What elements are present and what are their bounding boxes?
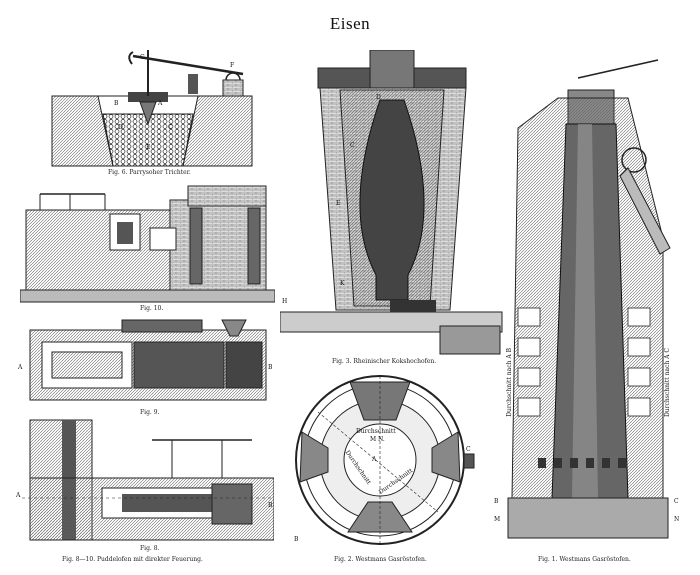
figure-3-drawing [280,50,503,355]
label-B-fig1: B [494,498,499,505]
figure-9-furnace-plan: A B [18,314,273,408]
figure-8-caption: Fig. 8. [140,545,160,552]
figure-9-drawing [29,319,267,401]
label-K-fig3: K [340,280,345,287]
label-A: A [158,100,163,107]
label-E: E [146,144,151,151]
label-C-fig2: C [466,446,471,453]
figure-8-drawing [22,419,274,541]
fig2-section-mn-letters: M N. [370,436,385,443]
figure-6-parry-funnel: G F B A D C E [48,44,258,174]
label-B-fig9: B [268,364,273,371]
label-D-fig3: D [376,94,381,101]
label-G: G [140,54,145,61]
fig1-side-right: Durchschnitt nach A C [664,348,671,417]
label-M-fig1: M [494,516,501,523]
label-A-fig9: A [18,364,23,371]
label-B-fig2: B [294,536,299,543]
figure-3-caption: Fig. 3. Rheinischer Kokshochofen. [332,358,437,365]
label-N-fig1: N [674,516,680,523]
figure-1-roasting-furnace-elevation: Durchschnitt nach A B Durchschnitt nach … [488,58,688,546]
page-title: Eisen [329,14,371,33]
figure-2-drawing [295,375,475,545]
figure-10-drawing [20,185,275,303]
figure-2-roasting-furnace-plan: Durchschnitt M N. Durchschnitt Durchschn… [288,372,478,547]
figure-9-caption: Fig. 9. [140,409,160,416]
label-F: F [230,62,235,69]
figure-8-furnace-section: A B [16,418,274,543]
label-A-fig8: A [16,492,21,499]
figure-1-caption: Fig. 1. Westmans Gasröstofen. [538,556,631,563]
figure-1-drawing [507,59,671,539]
label-B: B [114,100,119,107]
figure-8-10-caption: Fig. 8—10. Puddelofen mit direkter Feuer… [62,556,203,563]
label-E-fig3: E [336,200,341,207]
figure-2-caption: Fig. 2. Westmans Gasröstofen. [334,556,427,563]
figure-10-caption: Fig. 10. [140,305,164,312]
figure-10-puddle-furnace [20,180,275,305]
figure-6-drawing [51,50,253,167]
label-D: D [118,124,123,131]
label-B-fig8: B [268,502,273,509]
fig2-section-mn: Durchschnitt [356,428,396,435]
label-C-fig1: C [674,498,679,505]
figure-3-blast-furnace: C D E K H [280,50,505,355]
label-C: C [168,124,173,131]
label-A-fig2: A [372,456,377,463]
fig1-side-left: Durchschnitt nach A B [506,348,513,417]
figure-6-caption: Fig. 6. Parrysoher Trichter. [108,169,191,176]
label-C-fig3: C [350,142,355,149]
label-H-fig3: H [282,298,288,305]
